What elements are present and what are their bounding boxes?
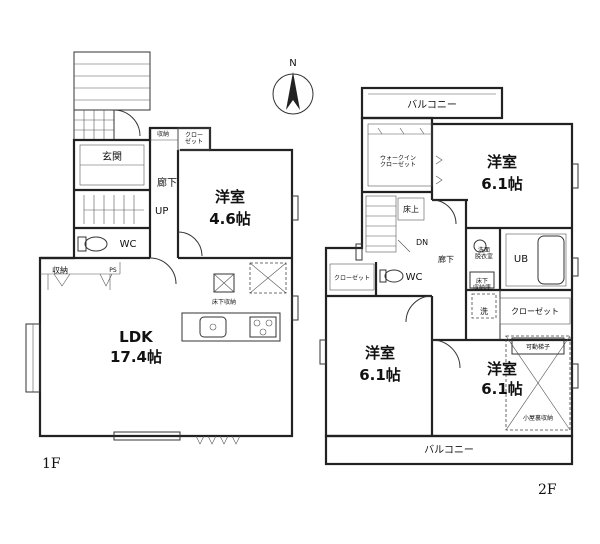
sink-icon [199, 316, 227, 338]
f1-hallway-label: 廊下 [157, 176, 177, 189]
f2-floor-label: 2F [538, 482, 557, 498]
f2-ub-label: UB [514, 254, 528, 265]
f2-floor-up-label: 床上 [403, 204, 419, 214]
f2-walkin-label: ウォークインクローゼット [380, 154, 416, 169]
f2-washroom-label: 洗面脱衣室 [475, 246, 493, 261]
f1-wc-label: WC [120, 239, 137, 250]
f2-balcony-bottom-label: バルコニー [424, 444, 474, 456]
f1-ldk-size: 17.4帖 [110, 348, 162, 366]
f2-wash-label: 洗 [480, 306, 488, 316]
f2-ladder-label: 可動梯子 [526, 343, 550, 351]
balcony-bottom [324, 434, 574, 466]
f2-bedroom-ne-size: 6.1帖 [481, 175, 523, 193]
window-south-1f [113, 431, 181, 441]
f2-bedroom-se-name: 洋室 [487, 360, 517, 378]
f1-closet-top-label: クローゼット [185, 132, 203, 146]
north-compass-icon: N [272, 58, 314, 115]
attic-storage [505, 335, 571, 431]
kitchen-counter [181, 312, 281, 342]
f1-ldk-name: LDK [119, 328, 154, 346]
staircase-2f [365, 195, 411, 253]
floor1-plan [25, 51, 299, 445]
bathtub-icon [537, 235, 565, 285]
f2-attic-label: 小屋裏収納 [523, 414, 553, 422]
f1-up-label: UP [155, 206, 168, 217]
f2-wc-label: WC [406, 272, 423, 283]
f2-bedroom-se-size: 6.1帖 [481, 380, 523, 398]
f1-bedroom-size: 4.6帖 [209, 210, 251, 228]
f1-storage-top-label: 収納 [157, 130, 169, 138]
f2-bedroom-sw-size: 6.1帖 [359, 366, 401, 384]
washbasin-icon [473, 239, 487, 253]
f1-ps-label: PS [109, 267, 117, 274]
north-label: N [289, 58, 296, 69]
stove-icon [249, 316, 277, 338]
toilet-1f-icon [77, 236, 108, 252]
f2-balcony-top-label: バルコニー [407, 99, 457, 111]
floor2-plan [319, 86, 579, 466]
f2-bedroom-ne-name: 洋室 [487, 153, 517, 171]
f2-closet-left-label: クローゼット [334, 274, 370, 282]
f2-hallway-label: 廊下 [438, 254, 454, 264]
porch-steps [73, 51, 151, 141]
f1-bedroom-name: 洋室 [215, 188, 245, 206]
toilet-2f-icon [379, 269, 404, 283]
f1-entrance-label: 玄関 [102, 150, 122, 163]
f1-underfloor-label: 床下収納 [212, 298, 236, 306]
f2-closet-right-label: クローゼット [511, 306, 559, 316]
staircase-1f [83, 195, 144, 224]
f1-storage-ldk-label: 収納 [52, 265, 68, 275]
f2-dn-label: DN [416, 238, 428, 247]
f1-floor-label: 1F [42, 456, 61, 472]
f2-underfloor-label: 床下収納庫 [473, 277, 491, 292]
f2-bedroom-sw-name: 洋室 [365, 344, 395, 362]
